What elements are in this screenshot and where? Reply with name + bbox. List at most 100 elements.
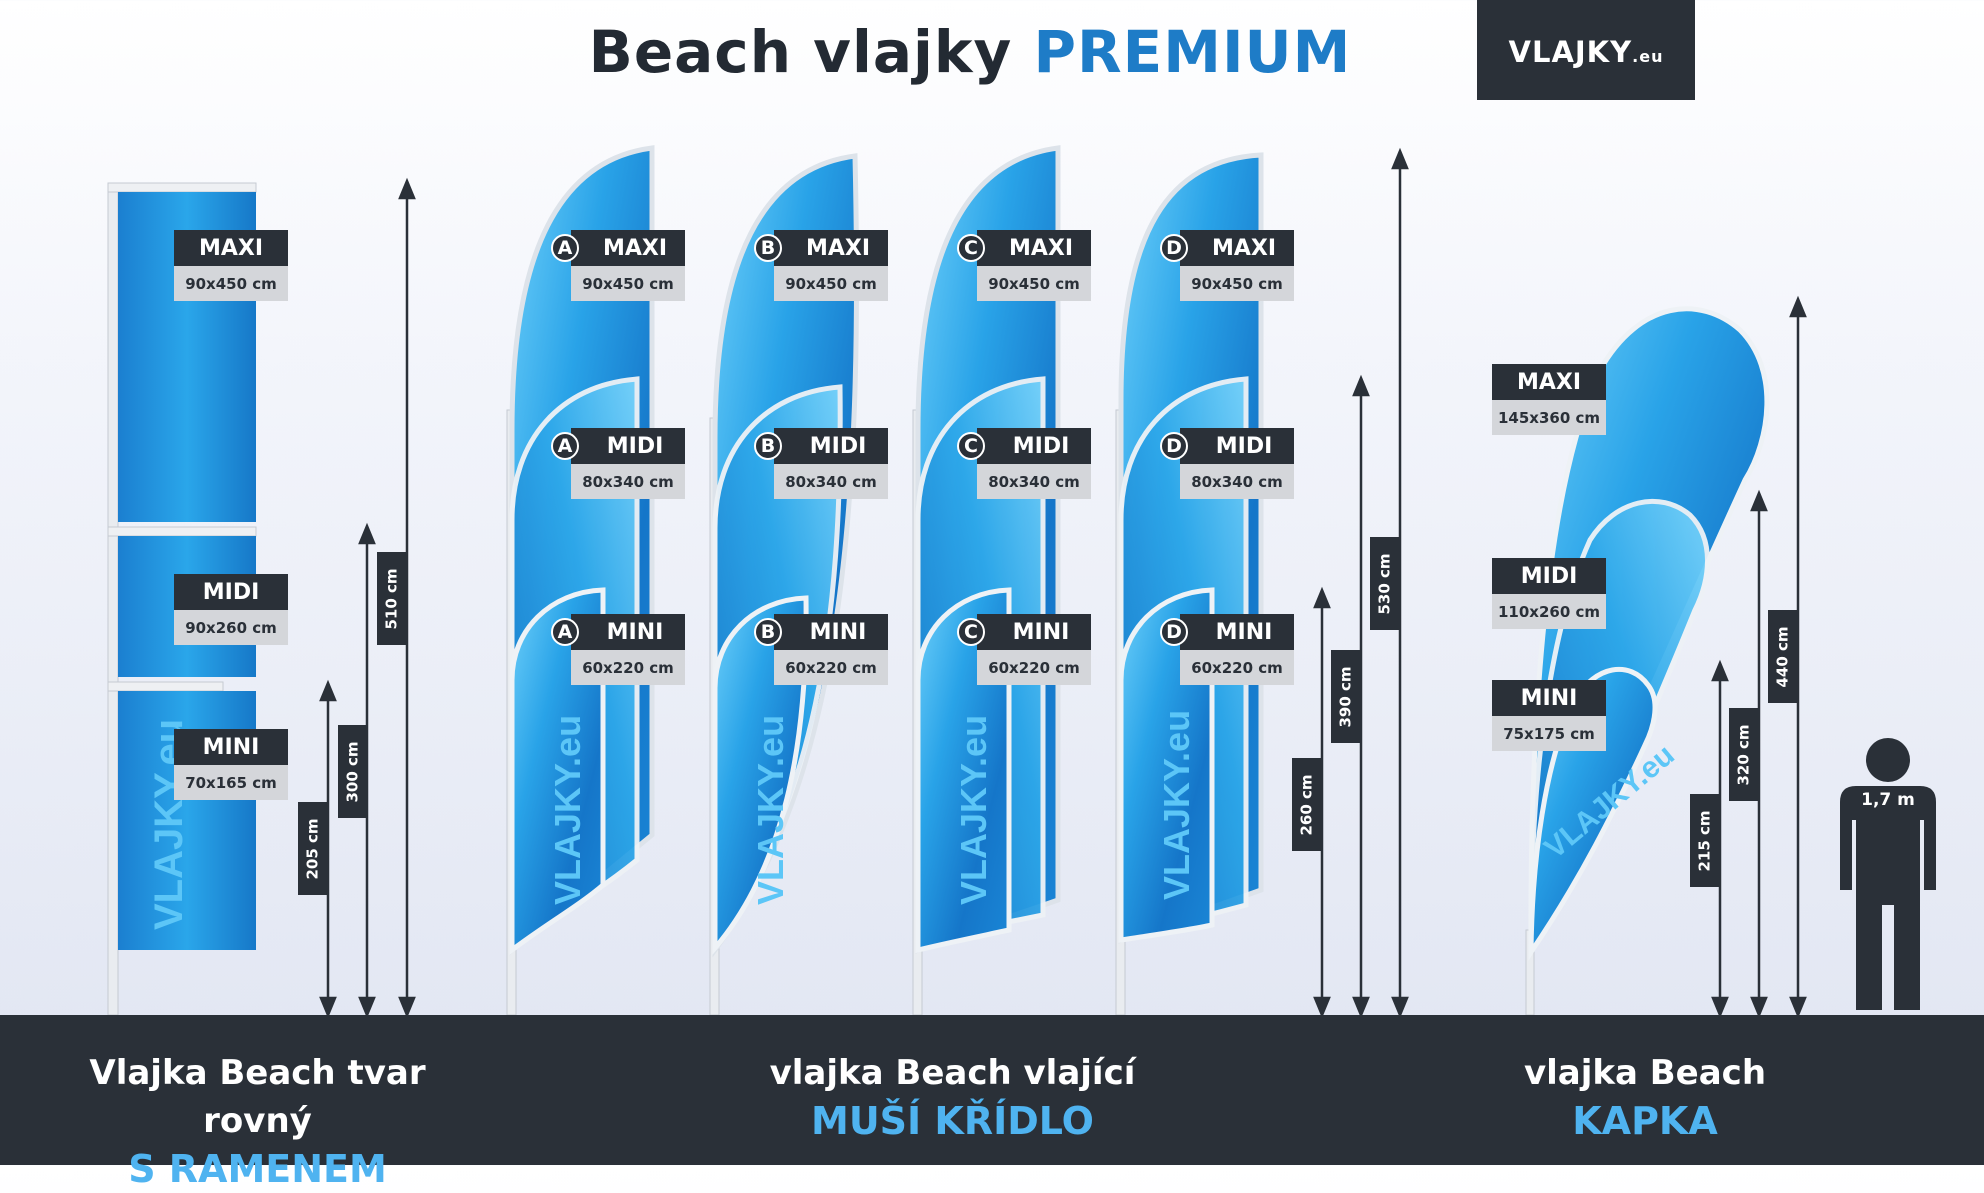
size-name: MIDI bbox=[809, 433, 867, 459]
straight-arm-midi bbox=[107, 526, 257, 537]
caption-line1: vlajka Beach bbox=[1523, 1053, 1767, 1093]
arrow-head-bottom bbox=[398, 996, 416, 1015]
arrow-head-bottom bbox=[1750, 996, 1768, 1015]
size-name: MAXI bbox=[1008, 235, 1074, 261]
size-name: MINI bbox=[174, 729, 288, 765]
straight-arm-maxi bbox=[107, 182, 257, 193]
size-label-teardrop-maxi: MAXI 145x360 cm bbox=[1492, 364, 1606, 435]
arrow-head-top bbox=[1711, 659, 1729, 682]
variant-badge: A bbox=[551, 618, 579, 646]
straight-pole bbox=[107, 182, 119, 1015]
arrow-head-top bbox=[1313, 586, 1331, 609]
size-name: MINI bbox=[809, 619, 867, 645]
size-name: MINI bbox=[1012, 619, 1070, 645]
size-dims: 75x175 cm bbox=[1492, 716, 1606, 751]
size-name: MAXI bbox=[1211, 235, 1277, 261]
caption-teardrop: vlajka Beach KAPKA bbox=[1460, 1049, 1830, 1145]
size-dims: 60x220 cm bbox=[774, 650, 888, 685]
size-name: MINI bbox=[1215, 619, 1273, 645]
arrow-head-bottom bbox=[358, 996, 376, 1015]
size-name: MIDI bbox=[1215, 433, 1273, 459]
caption-feather: vlajka Beach vlající MUŠÍ KŘÍDLO bbox=[720, 1049, 1185, 1145]
human-height-label: 1,7 m bbox=[1861, 790, 1915, 810]
size-dims: 80x340 cm bbox=[977, 464, 1091, 499]
arrow-head-top bbox=[1352, 374, 1370, 397]
size-name: MIDI bbox=[606, 433, 664, 459]
logo-suffix: .eu bbox=[1632, 47, 1664, 66]
size-dims: 90x450 cm bbox=[174, 266, 288, 301]
size-dims: 70x165 cm bbox=[174, 765, 288, 800]
size-dims: 80x340 cm bbox=[1180, 464, 1294, 499]
height-label-straight-mini: 205 cm bbox=[298, 802, 328, 895]
size-label-a-mini: A MINI 60x220 cm bbox=[551, 614, 685, 685]
size-dims: 80x340 cm bbox=[774, 464, 888, 499]
size-label-c-mini: C MINI 60x220 cm bbox=[957, 614, 1091, 685]
size-name: MAXI bbox=[602, 235, 668, 261]
size-label-straight-maxi: MAXI 90x450 cm bbox=[174, 230, 288, 301]
arrow-head-top bbox=[1789, 295, 1807, 318]
arrow-head-top bbox=[398, 177, 416, 200]
size-name: MIDI bbox=[1492, 558, 1606, 594]
title-accent: PREMIUM bbox=[1033, 18, 1352, 86]
size-name: MIDI bbox=[1012, 433, 1070, 459]
feather-flag-a: VLAJKY.eu bbox=[506, 145, 655, 1015]
watermark-b: VLAJKY.eu bbox=[750, 715, 791, 905]
size-label-straight-mini: MINI 70x165 cm bbox=[174, 729, 288, 800]
size-dims: 90x450 cm bbox=[1180, 266, 1294, 301]
variant-badge: A bbox=[551, 234, 579, 262]
size-name: MAXI bbox=[805, 235, 871, 261]
title-main: Beach vlajky bbox=[588, 18, 1013, 86]
dimension-arrows bbox=[319, 147, 1807, 1015]
variant-badge: D bbox=[1160, 432, 1188, 460]
size-label-teardrop-mini: MINI 75x175 cm bbox=[1492, 680, 1606, 751]
variant-badge: D bbox=[1160, 618, 1188, 646]
size-dims: 90x450 cm bbox=[977, 266, 1091, 301]
footer-bar: Vlajka Beach tvar rovný S RAMENEM vlajka… bbox=[0, 1015, 1984, 1191]
height-label-feather-mini: 260 cm bbox=[1292, 758, 1322, 851]
size-label-b-maxi: B MAXI 90x450 cm bbox=[754, 230, 888, 301]
arrow-head-top bbox=[319, 679, 337, 702]
size-dims: 90x450 cm bbox=[571, 266, 685, 301]
arrow-head-top bbox=[358, 522, 376, 545]
size-dims: 145x360 cm bbox=[1492, 400, 1606, 435]
height-label-teardrop-midi: 320 cm bbox=[1729, 708, 1759, 801]
watermark-d: VLAJKY.eu bbox=[1156, 710, 1197, 900]
size-dims: 60x220 cm bbox=[571, 650, 685, 685]
page-title: Beach vlajky PREMIUM bbox=[0, 18, 1940, 86]
caption-straight: Vlajka Beach tvar rovný S RAMENEM bbox=[30, 1049, 485, 1193]
caption-line1: vlajka Beach vlající bbox=[769, 1053, 1136, 1093]
variant-badge: C bbox=[957, 432, 985, 460]
caption-line2: MUŠÍ KŘÍDLO bbox=[811, 1099, 1094, 1143]
variant-badge: C bbox=[957, 618, 985, 646]
size-name: MIDI bbox=[174, 574, 288, 610]
arrow-head-bottom bbox=[1352, 996, 1370, 1015]
height-label-teardrop-maxi: 440 cm bbox=[1768, 610, 1798, 703]
height-label-feather-maxi: 530 cm bbox=[1370, 537, 1400, 630]
size-dims: 90x260 cm bbox=[174, 610, 288, 645]
human-silhouette-icon bbox=[1840, 738, 1936, 1010]
size-dims: 110x260 cm bbox=[1492, 594, 1606, 629]
logo-text: VLAJKY bbox=[1508, 35, 1633, 69]
caption-line2: KAPKA bbox=[1572, 1099, 1718, 1143]
size-dims: 90x450 cm bbox=[774, 266, 888, 301]
size-label-c-maxi: C MAXI 90x450 cm bbox=[957, 230, 1091, 301]
size-label-d-midi: D MIDI 80x340 cm bbox=[1160, 428, 1294, 499]
height-label-feather-midi: 390 cm bbox=[1331, 650, 1361, 743]
variant-badge: C bbox=[957, 234, 985, 262]
size-label-c-midi: C MIDI 80x340 cm bbox=[957, 428, 1091, 499]
size-dims: 80x340 cm bbox=[571, 464, 685, 499]
straight-arm-mini bbox=[107, 681, 224, 692]
height-label-straight-maxi: 510 cm bbox=[377, 552, 407, 645]
size-dims: 60x220 cm bbox=[1180, 650, 1294, 685]
size-label-teardrop-midi: MIDI 110x260 cm bbox=[1492, 558, 1606, 629]
size-name: MINI bbox=[606, 619, 664, 645]
arrow-head-bottom bbox=[1391, 996, 1409, 1015]
size-label-d-mini: D MINI 60x220 cm bbox=[1160, 614, 1294, 685]
arrow-head-bottom bbox=[1789, 996, 1807, 1015]
size-dims: 60x220 cm bbox=[977, 650, 1091, 685]
variant-badge: B bbox=[754, 234, 782, 262]
brand-logo[interactable]: VLAJKY.eu bbox=[1477, 0, 1695, 100]
